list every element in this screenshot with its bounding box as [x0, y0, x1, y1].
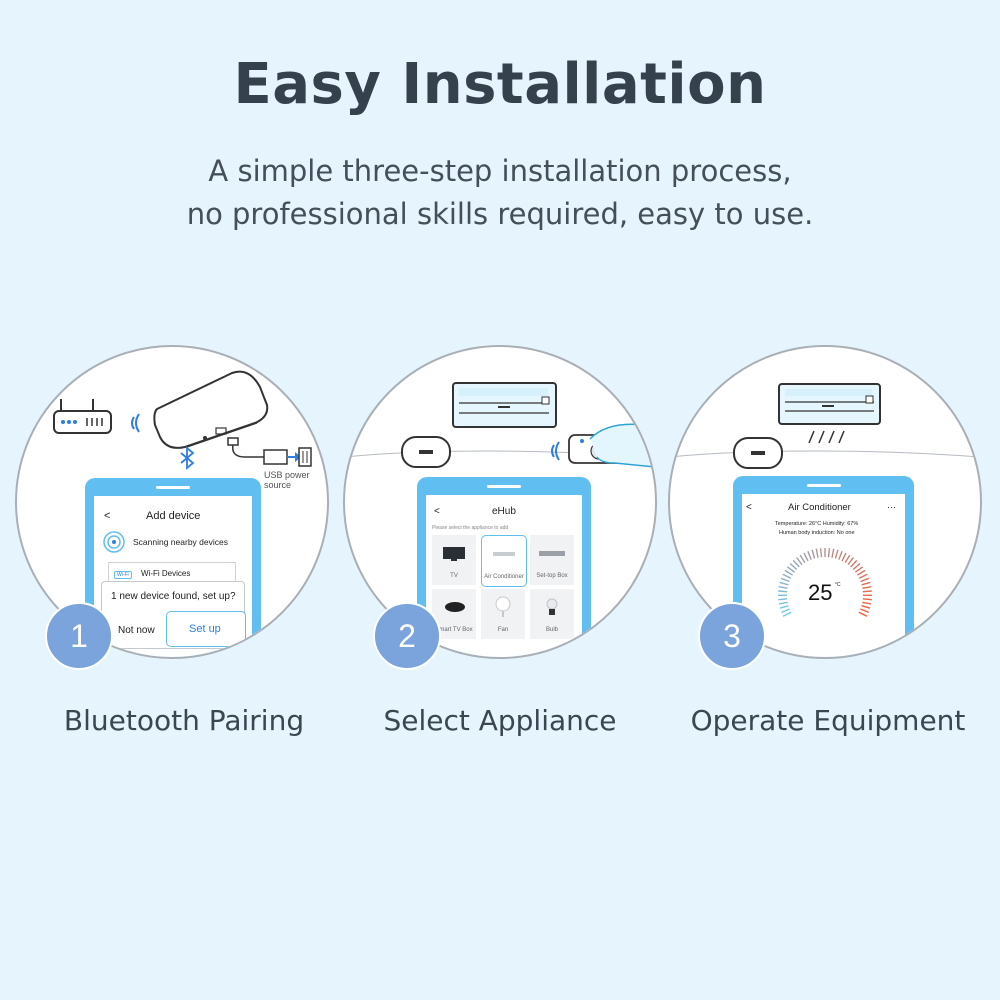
back-button[interactable]: <: [104, 510, 111, 522]
screen-background: [742, 494, 905, 657]
back-button[interactable]: <: [746, 502, 752, 513]
wifi-devices-label: Wi-Fi Devices: [141, 569, 191, 578]
temperature-unit: °C: [835, 582, 841, 588]
step-2-select-appliance: < eHub Please select the appliance to ad…: [343, 345, 657, 670]
usb-cable-icon: [227, 437, 312, 467]
usb-caption-line-2: source: [264, 480, 291, 490]
step-number-badge: 3: [698, 602, 766, 670]
status-line-2: Human body induction: No one: [779, 530, 855, 536]
step-2-label: Select Appliance: [383, 704, 617, 737]
step-3-scene: [670, 383, 980, 469]
bluetooth-icon: [180, 446, 195, 470]
remote-in-hand-icon: [568, 423, 655, 468]
airflow-lines-icon: [808, 430, 845, 444]
ehub-title: eHub: [492, 506, 516, 517]
phone-screen: < eHub Please select the appliance to ad…: [426, 495, 582, 657]
appliance-label: Fan: [497, 627, 509, 633]
add-device-title: Add device: [146, 510, 201, 522]
appliance-tile-air-conditioner[interactable]: Air Conditioner: [481, 535, 527, 587]
appliance-tile-bulb[interactable]: Bulb: [530, 589, 574, 639]
set-up-button[interactable]: Set up: [166, 611, 246, 647]
step-3-operate-equipment: < Air Conditioner ··· Temperature: 26°C …: [668, 345, 982, 670]
signal-waves-icon: [551, 441, 560, 461]
not-now-label: Not now: [118, 625, 155, 636]
phone-mockup: < Air Conditioner ··· Temperature: 26°C …: [733, 476, 914, 657]
phone-speaker: [806, 484, 841, 487]
step-2-scene: [345, 382, 655, 468]
appliance-label: Smart TV Box: [435, 627, 473, 633]
page-title: Easy Installation: [233, 52, 767, 117]
hub-device-icon: [153, 370, 269, 449]
step-number-badge: 1: [45, 602, 113, 670]
air-conditioner-icon: [452, 382, 557, 428]
temperature-value: 25: [808, 580, 833, 605]
hub-device-icon: [733, 437, 783, 469]
page-subtitle: A simple three-step installation process…: [0, 150, 1000, 236]
appliance-label: Set-top Box: [536, 573, 568, 579]
step-1-bluetooth-pairing: USB power source < Add device Scanning n…: [15, 345, 329, 670]
step-number-badge: 2: [373, 602, 441, 670]
router-icon: [53, 399, 112, 434]
back-button[interactable]: <: [434, 506, 440, 517]
step-3-label: Operate Equipment: [690, 704, 966, 737]
appliance-label: Air Conditioner: [484, 574, 524, 580]
phone-mockup: < eHub Please select the appliance to ad…: [417, 477, 591, 657]
wifi-badge: Wi-Fi: [114, 571, 132, 579]
subtitle-line-2: no professional skills required, easy to…: [186, 197, 814, 231]
step-1-label: Bluetooth Pairing: [63, 704, 305, 737]
step-3-illustration: < Air Conditioner ··· Temperature: 26°C …: [668, 345, 982, 659]
appliance-tile-fan[interactable]: Fan: [481, 589, 525, 639]
not-now-button[interactable]: Not now: [104, 617, 164, 645]
ac-unit-icon: [493, 552, 515, 556]
status-line-1: Temperature: 26°C Humidity: 67%: [775, 521, 859, 527]
smart-tv-box-icon: [445, 602, 465, 612]
subtitle-line-1: A simple three-step installation process…: [208, 154, 792, 188]
step-2-illustration: < eHub Please select the appliance to ad…: [343, 345, 657, 659]
usb-caption-line-1: USB power: [264, 470, 310, 480]
scan-icon: [103, 531, 125, 553]
set-top-box-icon: [539, 551, 565, 556]
set-up-label: Set up: [189, 623, 221, 635]
step-1-scene: USB power source: [53, 370, 312, 490]
phone-speaker: [156, 486, 190, 489]
scanning-text: Scanning nearby devices: [133, 537, 228, 547]
appliance-label: Bulb: [545, 627, 558, 633]
fan-icon: [495, 596, 511, 617]
select-hint: Please select the appliance to add: [432, 525, 509, 531]
appliance-label: TV: [450, 573, 458, 579]
dialog-text: 1 new device found, set up?: [111, 591, 236, 602]
appliance-tile-set-top-box[interactable]: Set-top Box: [530, 535, 574, 585]
phone-screen: < Air Conditioner ··· Temperature: 26°C …: [742, 494, 905, 657]
appliance-tile-tv[interactable]: TV: [432, 535, 476, 585]
phone-speaker: [487, 485, 521, 488]
signal-waves-icon: [131, 413, 140, 433]
bulb-icon: [546, 598, 558, 615]
air-conditioner-title: Air Conditioner: [788, 502, 851, 513]
air-conditioner-icon: [778, 383, 881, 425]
more-options-icon[interactable]: ···: [887, 502, 896, 512]
hub-device-icon: [401, 436, 451, 468]
tv-icon: [443, 547, 465, 561]
